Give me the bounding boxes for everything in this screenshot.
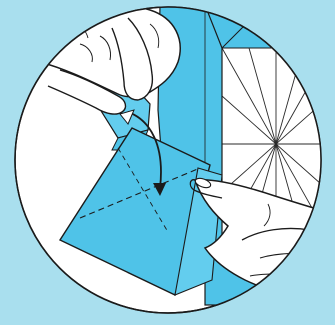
illustration-stage [0, 0, 335, 325]
origami-diagram [0, 0, 335, 325]
